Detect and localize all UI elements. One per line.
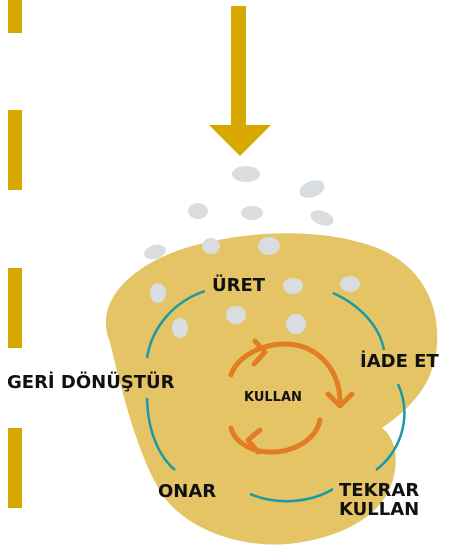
pellet bbox=[283, 278, 303, 294]
pellet bbox=[299, 180, 325, 198]
circular-arrows-icon bbox=[228, 338, 355, 455]
arrow-down-icon bbox=[209, 6, 271, 156]
cycle-arrow-top bbox=[228, 341, 343, 405]
cycle-arrow-head-top bbox=[325, 391, 355, 409]
label-tekrar-kullan-line1: TEKRAR bbox=[339, 480, 420, 501]
dashed-boundary bbox=[8, 0, 22, 508]
boundary-dash bbox=[8, 110, 22, 190]
pellet bbox=[188, 203, 208, 219]
economy-blob bbox=[105, 233, 438, 545]
cycle-arc-right bbox=[375, 383, 406, 471]
pellet bbox=[150, 283, 166, 303]
pellet bbox=[340, 276, 360, 292]
boundary-dash bbox=[8, 268, 22, 348]
cycle-arrow-bottom bbox=[228, 417, 323, 455]
pellet bbox=[310, 210, 334, 226]
pellet bbox=[202, 238, 220, 254]
boundary-dash bbox=[8, 428, 22, 508]
pellet bbox=[144, 244, 166, 260]
cycle-arrow-head-left bbox=[251, 338, 268, 367]
pellet bbox=[232, 166, 260, 182]
label-tekrar-kullan-line2: KULLAN bbox=[339, 499, 420, 520]
cycle-arc-left-bottom bbox=[145, 397, 176, 471]
outer-cycle bbox=[145, 289, 406, 503]
label-kullan: KULLAN bbox=[244, 390, 302, 405]
material-pellets bbox=[144, 166, 360, 338]
boundary-dash bbox=[8, 0, 22, 33]
pellet bbox=[286, 314, 306, 334]
label-uret: ÜRET bbox=[212, 275, 266, 296]
pellet bbox=[258, 237, 280, 255]
cycle-arrow-head-bottom bbox=[245, 427, 263, 455]
cycle-arc-left-top bbox=[145, 289, 206, 359]
label-geri-donustur: GERİ DÖNÜŞTÜR bbox=[7, 372, 175, 393]
pellet bbox=[172, 318, 188, 338]
cycle-arc-right-top bbox=[332, 291, 386, 351]
pellet bbox=[241, 206, 263, 220]
label-onar: ONAR bbox=[158, 481, 217, 502]
cycle-arc-bottom bbox=[249, 487, 334, 503]
label-iade-et: İADE ET bbox=[360, 351, 439, 372]
pellet bbox=[226, 306, 246, 324]
